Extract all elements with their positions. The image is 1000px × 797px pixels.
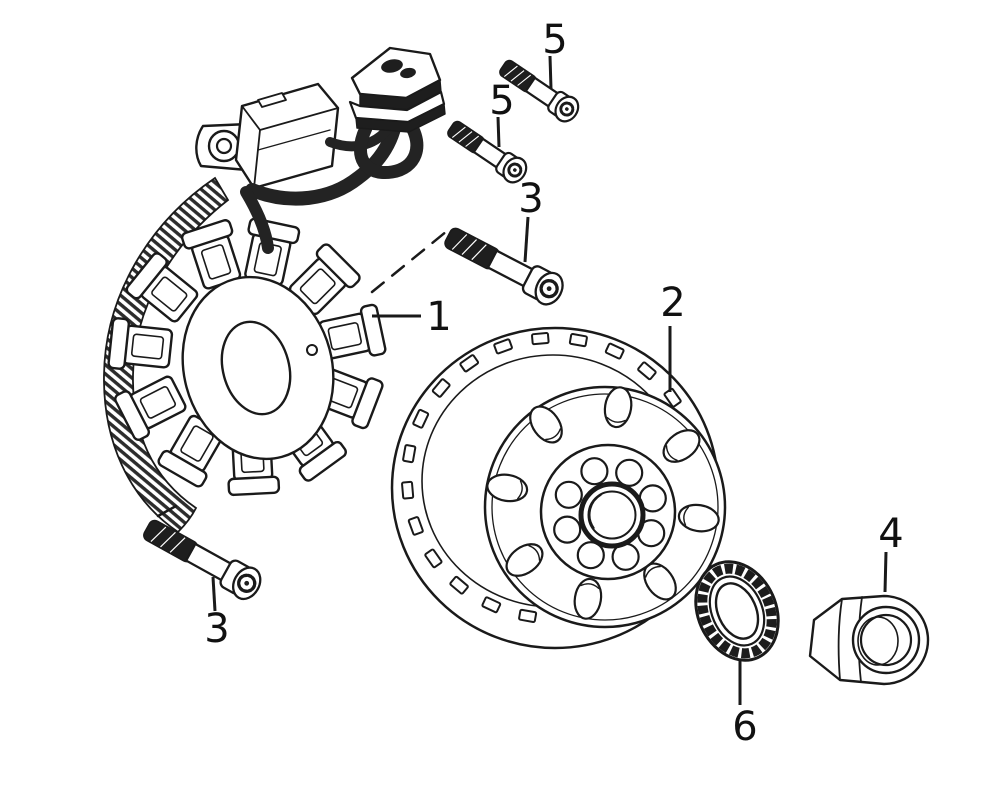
assembly-axis-dash-lower: [156, 504, 178, 518]
hub-hole: [576, 541, 605, 570]
hex-nut-bore-wall: [857, 616, 899, 666]
hex-nut-bore: [859, 613, 913, 667]
hub-hole: [554, 480, 583, 509]
callout-5-lower-leader: [496, 116, 501, 148]
hub-hole: [580, 457, 609, 486]
callout-3-upper-label: 3: [518, 176, 543, 222]
callout-3-lower-leader: [211, 576, 217, 612]
stator-connector-block: [234, 82, 340, 190]
rim-slot: [517, 608, 538, 624]
flywheel-shaft-bore-outer: [578, 481, 646, 549]
stator-assembly: [103, 46, 449, 534]
rim-slot: [530, 331, 550, 346]
callouts: 1 2 3 3 4 55 6: [204, 17, 903, 750]
stator-center-bore: [220, 320, 292, 416]
callout-4-leader: [883, 551, 888, 593]
hub-hole: [553, 515, 582, 544]
assembly-axis-dashed: [370, 229, 449, 294]
rim-slot: [400, 480, 415, 500]
stator-coil: [106, 316, 175, 376]
flywheel-shaft-bore-inner: [587, 490, 637, 540]
callout-5-upper-leader: [548, 55, 553, 90]
rim-slot: [568, 332, 589, 348]
callout-3-upper-leader: [523, 216, 530, 263]
flywheel-rotor: [390, 326, 727, 650]
bolt-3-upper: [438, 219, 570, 311]
bolt-3-lower: [137, 511, 268, 606]
callout-2-label: 2: [660, 280, 685, 326]
stator-screw-hole: [306, 344, 318, 356]
callout-5-lower-label: 5: [489, 78, 514, 124]
flywheel-face-inner-line: [491, 393, 719, 621]
flywheel-bore-reflection: [589, 494, 602, 529]
stator-plug-connector: [348, 46, 446, 133]
hex-nut: [808, 594, 930, 686]
callout-6-label: 6: [732, 704, 757, 750]
lock-washer: [694, 560, 780, 662]
stator-eyelet-inner: [215, 137, 233, 155]
hub-hole: [615, 458, 644, 487]
flywheel-hub-holes: [553, 457, 667, 571]
rim-slot: [401, 443, 417, 464]
callout-4-label: 4: [878, 511, 903, 557]
callout-1-label: 1: [426, 294, 451, 340]
callout-5-upper-label: 5: [542, 17, 567, 63]
stator-harness-wrap: [103, 176, 230, 534]
callout-3-lower-label: 3: [204, 606, 229, 652]
